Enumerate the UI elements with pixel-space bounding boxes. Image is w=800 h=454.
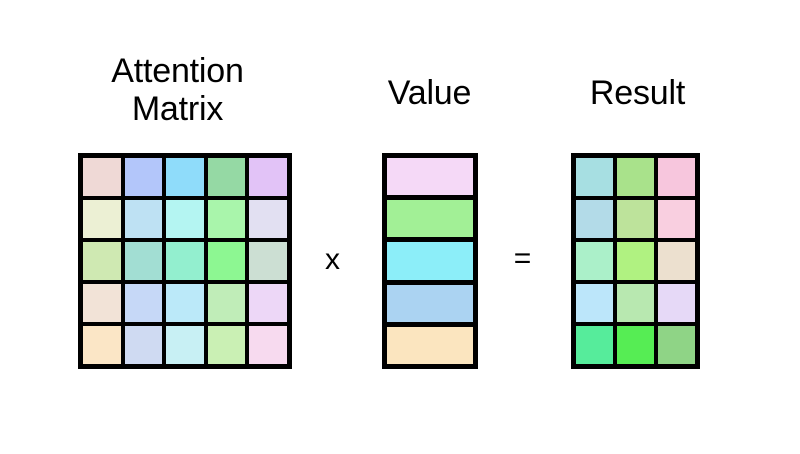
matrix-cell bbox=[617, 242, 654, 280]
attention-matrix-grid bbox=[78, 153, 292, 369]
matrix-cell bbox=[83, 200, 121, 238]
matrix-cell bbox=[249, 326, 287, 364]
matrix-cell bbox=[387, 158, 473, 196]
matrix-cell bbox=[658, 158, 695, 196]
matrix-cell bbox=[387, 200, 473, 238]
matrix-cell bbox=[576, 200, 613, 238]
matrix-cell bbox=[124, 326, 163, 364]
multiply-operator: x bbox=[325, 243, 340, 276]
matrix-cell bbox=[166, 200, 204, 238]
matrix-cell bbox=[576, 158, 613, 196]
matrix-cell bbox=[658, 284, 695, 322]
value-matrix-grid bbox=[382, 153, 478, 369]
matrix-cell bbox=[166, 284, 204, 322]
equals-operator: = bbox=[513, 242, 532, 275]
matrix-cell bbox=[387, 284, 473, 322]
matrix-cell bbox=[207, 284, 246, 322]
matrix-cell bbox=[166, 242, 204, 280]
matrix-cell bbox=[249, 284, 287, 322]
matrix-cell bbox=[207, 326, 246, 364]
matrix-cell bbox=[387, 326, 473, 364]
matrix-cell bbox=[617, 326, 654, 364]
matrix-cell bbox=[83, 242, 121, 280]
matrix-cell bbox=[249, 200, 287, 238]
matrix-cell bbox=[249, 158, 287, 196]
matrix-cell bbox=[124, 284, 163, 322]
matrix-cell bbox=[658, 326, 695, 364]
matrix-cell bbox=[658, 200, 695, 238]
result-matrix-grid bbox=[571, 153, 700, 369]
matrix-cell bbox=[617, 200, 654, 238]
matrix-cell bbox=[576, 242, 613, 280]
matrix-cell bbox=[83, 284, 121, 322]
matrix-cell bbox=[124, 158, 163, 196]
matrix-cell bbox=[207, 200, 246, 238]
attention-matrix-label: Attention Matrix bbox=[111, 52, 244, 129]
matrix-cell bbox=[658, 242, 695, 280]
matrix-cell bbox=[124, 200, 163, 238]
matrix-cell bbox=[207, 242, 246, 280]
result-matrix-label: Result bbox=[589, 74, 686, 112]
value-matrix-label: Value bbox=[387, 74, 472, 112]
matrix-cell bbox=[617, 158, 654, 196]
matrix-cell bbox=[83, 326, 121, 364]
matrix-cell bbox=[576, 284, 613, 322]
matrix-cell bbox=[166, 326, 204, 364]
matrix-cell bbox=[576, 326, 613, 364]
matrix-cell bbox=[617, 284, 654, 322]
matrix-cell bbox=[207, 158, 246, 196]
matrix-cell bbox=[387, 242, 473, 280]
matrix-cell bbox=[83, 158, 121, 196]
matrix-cell bbox=[166, 158, 204, 196]
matrix-cell bbox=[249, 242, 287, 280]
matrix-cell bbox=[124, 242, 163, 280]
